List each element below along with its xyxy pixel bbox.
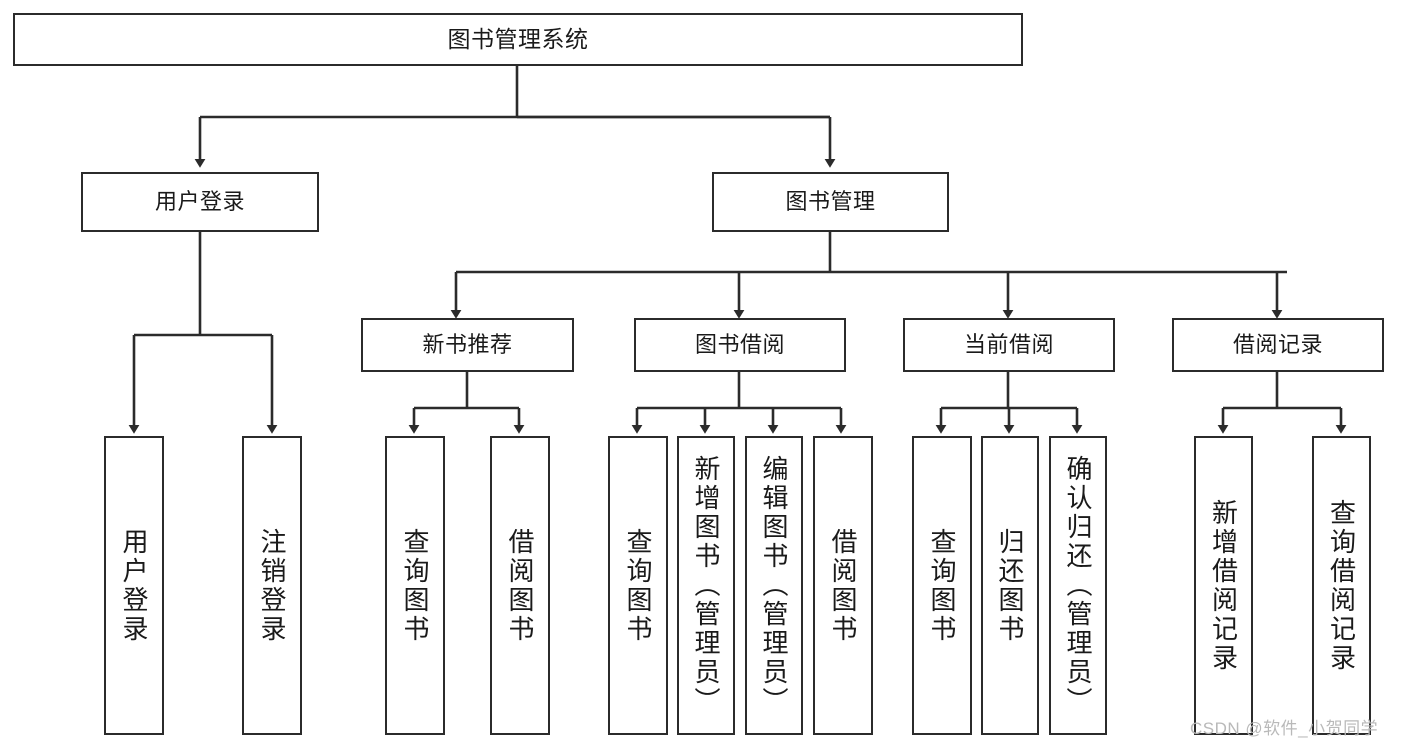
node-user-login-label: 用户登录 xyxy=(154,188,245,214)
node-leaf-user-login-label: 用户登录 xyxy=(119,527,149,644)
node-leaf-query-book-3[interactable]: 查询图书 xyxy=(912,436,972,735)
node-leaf-query-book-3-label: 查询图书 xyxy=(927,527,957,644)
node-borrow-record[interactable]: 借阅记录 xyxy=(1172,318,1384,372)
node-user-login[interactable]: 用户登录 xyxy=(81,172,319,232)
node-leaf-query-book-1-label: 查询图书 xyxy=(400,527,430,644)
node-leaf-logout[interactable]: 注销登录 xyxy=(242,436,302,735)
node-borrow-record-label: 借阅记录 xyxy=(1232,331,1323,357)
node-book-borrow[interactable]: 图书借阅 xyxy=(634,318,846,372)
node-leaf-query-book-1[interactable]: 查询图书 xyxy=(385,436,445,735)
node-book-manage[interactable]: 图书管理 xyxy=(712,172,949,232)
node-new-book-recommend-label: 新书推荐 xyxy=(422,331,513,357)
node-root-label: 图书管理系统 xyxy=(447,25,589,52)
node-current-borrow[interactable]: 当前借阅 xyxy=(903,318,1115,372)
node-leaf-return-book[interactable]: 归还图书 xyxy=(981,436,1039,735)
node-new-book-recommend[interactable]: 新书推荐 xyxy=(361,318,574,372)
node-root[interactable]: 图书管理系统 xyxy=(13,13,1023,66)
node-leaf-confirm-return-label: 确认归还（管理员） xyxy=(1063,455,1093,716)
node-leaf-confirm-return[interactable]: 确认归还（管理员） xyxy=(1049,436,1107,735)
node-leaf-return-book-label: 归还图书 xyxy=(995,527,1025,644)
node-leaf-borrow-book-2-label: 借阅图书 xyxy=(828,527,858,644)
node-current-borrow-label: 当前借阅 xyxy=(963,331,1054,357)
node-leaf-borrow-book-1-label: 借阅图书 xyxy=(505,527,535,644)
node-leaf-edit-book[interactable]: 编辑图书（管理员） xyxy=(745,436,803,735)
node-leaf-borrow-book-2[interactable]: 借阅图书 xyxy=(813,436,873,735)
node-book-borrow-label: 图书借阅 xyxy=(694,331,785,357)
node-leaf-query-book-2-label: 查询图书 xyxy=(623,527,653,644)
node-leaf-borrow-book-1[interactable]: 借阅图书 xyxy=(490,436,550,735)
node-leaf-edit-book-label: 编辑图书（管理员） xyxy=(759,455,789,716)
node-leaf-add-record[interactable]: 新增借阅记录 xyxy=(1194,436,1253,735)
node-leaf-add-book[interactable]: 新增图书（管理员） xyxy=(677,436,735,735)
node-book-manage-label: 图书管理 xyxy=(785,188,876,214)
node-leaf-add-book-label: 新增图书（管理员） xyxy=(691,455,721,716)
node-leaf-add-record-label: 新增借阅记录 xyxy=(1208,498,1239,673)
node-leaf-query-record[interactable]: 查询借阅记录 xyxy=(1312,436,1371,735)
node-leaf-user-login[interactable]: 用户登录 xyxy=(104,436,164,735)
node-leaf-logout-label: 注销登录 xyxy=(257,527,287,644)
node-leaf-query-record-label: 查询借阅记录 xyxy=(1326,498,1357,673)
node-leaf-query-book-2[interactable]: 查询图书 xyxy=(608,436,668,735)
